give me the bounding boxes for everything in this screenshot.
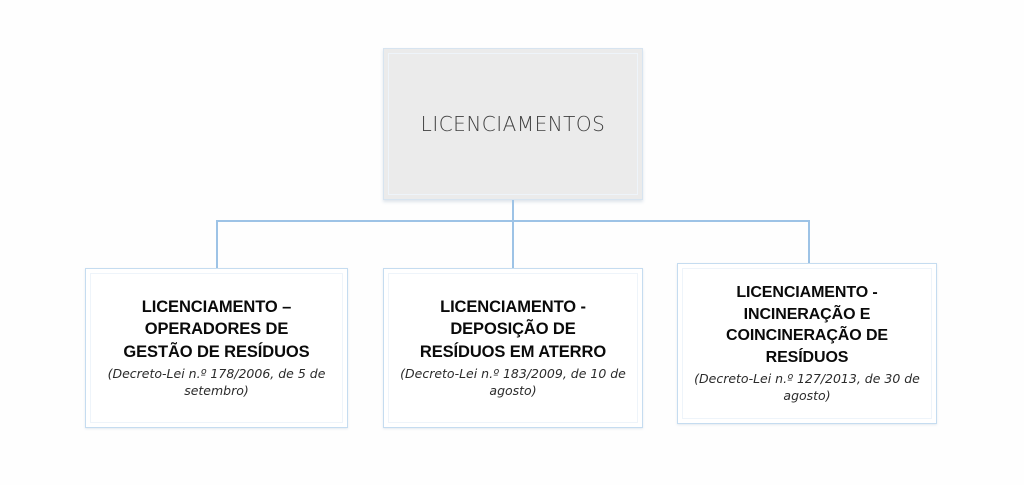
node-licenciamento-operadores-gestao-residuos[interactable]: LICENCIAMENTO – OPERADORES DE GESTÃO DE … bbox=[85, 268, 348, 428]
node-title: LICENCIAMENTO - INCINERAÇÃO E COINCINERA… bbox=[726, 282, 888, 368]
connector-drop-center bbox=[512, 220, 514, 268]
node-title-line: OPERADORES DE bbox=[144, 320, 289, 339]
node-title-line: LICENCIAMENTO - bbox=[736, 283, 878, 301]
node-title-line: DEPOSIÇÃO DE bbox=[450, 320, 576, 339]
node-title: LICENCIAMENTO - DEPOSIÇÃO DE RESÍDUOS EM… bbox=[420, 296, 606, 363]
node-title: LICENCIAMENTO – OPERADORES DE GESTÃO DE … bbox=[123, 296, 309, 363]
node-legal-reference: (Decreto-Lei n.º 127/2013, de 30 de agos… bbox=[694, 371, 920, 404]
node-title-line: GESTÃO DE RESÍDUOS bbox=[123, 342, 310, 361]
node-licenciamento-deposicao-residuos-aterro[interactable]: LICENCIAMENTO - DEPOSIÇÃO DE RESÍDUOS EM… bbox=[383, 268, 643, 428]
node-licenciamentos-root[interactable]: LICENCIAMENTOS bbox=[383, 48, 643, 200]
node-title-line: RESÍDUOS bbox=[765, 348, 849, 366]
connector-root-stem bbox=[512, 200, 514, 222]
node-legal-reference: (Decreto-Lei n.º 178/2006, de 5 de setem… bbox=[107, 366, 326, 398]
node-title-line: LICENCIAMENTO – bbox=[141, 298, 292, 317]
node-licenciamento-incineracao-coincineracao-residuos[interactable]: LICENCIAMENTO - INCINERAÇÃO E COINCINERA… bbox=[677, 263, 937, 424]
node-title-line: COINCINERAÇÃO DE bbox=[726, 327, 888, 345]
connector-drop-right bbox=[808, 220, 810, 264]
node-legal-reference: (Decreto-Lei n.º 183/2009, de 10 de agos… bbox=[400, 366, 626, 398]
node-title-line: RESÍDUOS EM ATERRO bbox=[419, 342, 607, 361]
root-node-label: LICENCIAMENTOS bbox=[420, 112, 606, 136]
node-title-line: INCINERAÇÃO E bbox=[743, 305, 871, 323]
connector-drop-left bbox=[216, 220, 218, 268]
node-title-line: LICENCIAMENTO - bbox=[440, 298, 586, 317]
